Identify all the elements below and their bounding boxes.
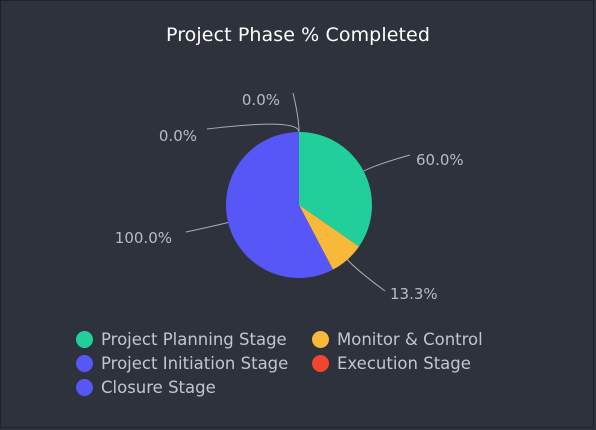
legend-item-closure-stage[interactable]: Closure Stage	[76, 376, 216, 398]
pie-slice-monitor-control[interactable]	[299, 205, 360, 270]
legend-label: Execution Stage	[337, 353, 471, 373]
pie-slices	[225, 132, 372, 278]
legend-label: Project Planning Stage	[101, 329, 287, 349]
legend-label: Project Initiation Stage	[101, 353, 289, 373]
pie-slice-project-planning-stage[interactable]	[299, 132, 372, 247]
data-label-project-planning-stage: 60.0%	[416, 151, 464, 169]
leader-line-monitor-control	[347, 259, 386, 292]
leader-line-execution-stage	[206, 123, 300, 133]
slice-labels: 60.0% 13.3% 100.0% 0.0% 0.0%	[115, 91, 464, 303]
legend-label: Monitor & Control	[337, 329, 483, 349]
legend-marker	[76, 378, 93, 396]
chart-title: Project Phase % Completed	[165, 24, 431, 46]
data-label-project-initiation-stage: 100.0%	[115, 229, 172, 247]
legend-item-execution-stage[interactable]: Execution Stage	[312, 352, 471, 374]
leader-line-project-planning-stage	[363, 154, 411, 172]
legend-marker	[76, 330, 93, 348]
data-label-execution-stage: 0.0%	[159, 127, 197, 145]
legend-marker	[312, 330, 329, 348]
legend-item-monitor-control[interactable]: Monitor & Control	[312, 328, 483, 350]
leader-line-closure-stage	[292, 92, 300, 133]
pie-slice-project-initiation-stage[interactable]	[225, 132, 333, 278]
legend: Project Planning Stage Monitor & Control…	[76, 328, 546, 408]
legend-item-project-planning-stage[interactable]: Project Planning Stage	[76, 328, 287, 350]
legend-marker	[312, 354, 329, 372]
data-label-monitor-control: 13.3%	[390, 285, 438, 303]
data-label-closure-stage: 0.0%	[242, 91, 280, 109]
legend-label: Closure Stage	[101, 377, 216, 397]
legend-marker	[76, 354, 93, 372]
leader-lines	[185, 92, 411, 292]
leader-line-project-initiation-stage	[185, 222, 229, 233]
legend-item-project-initiation-stage[interactable]: Project Initiation Stage	[76, 352, 288, 374]
